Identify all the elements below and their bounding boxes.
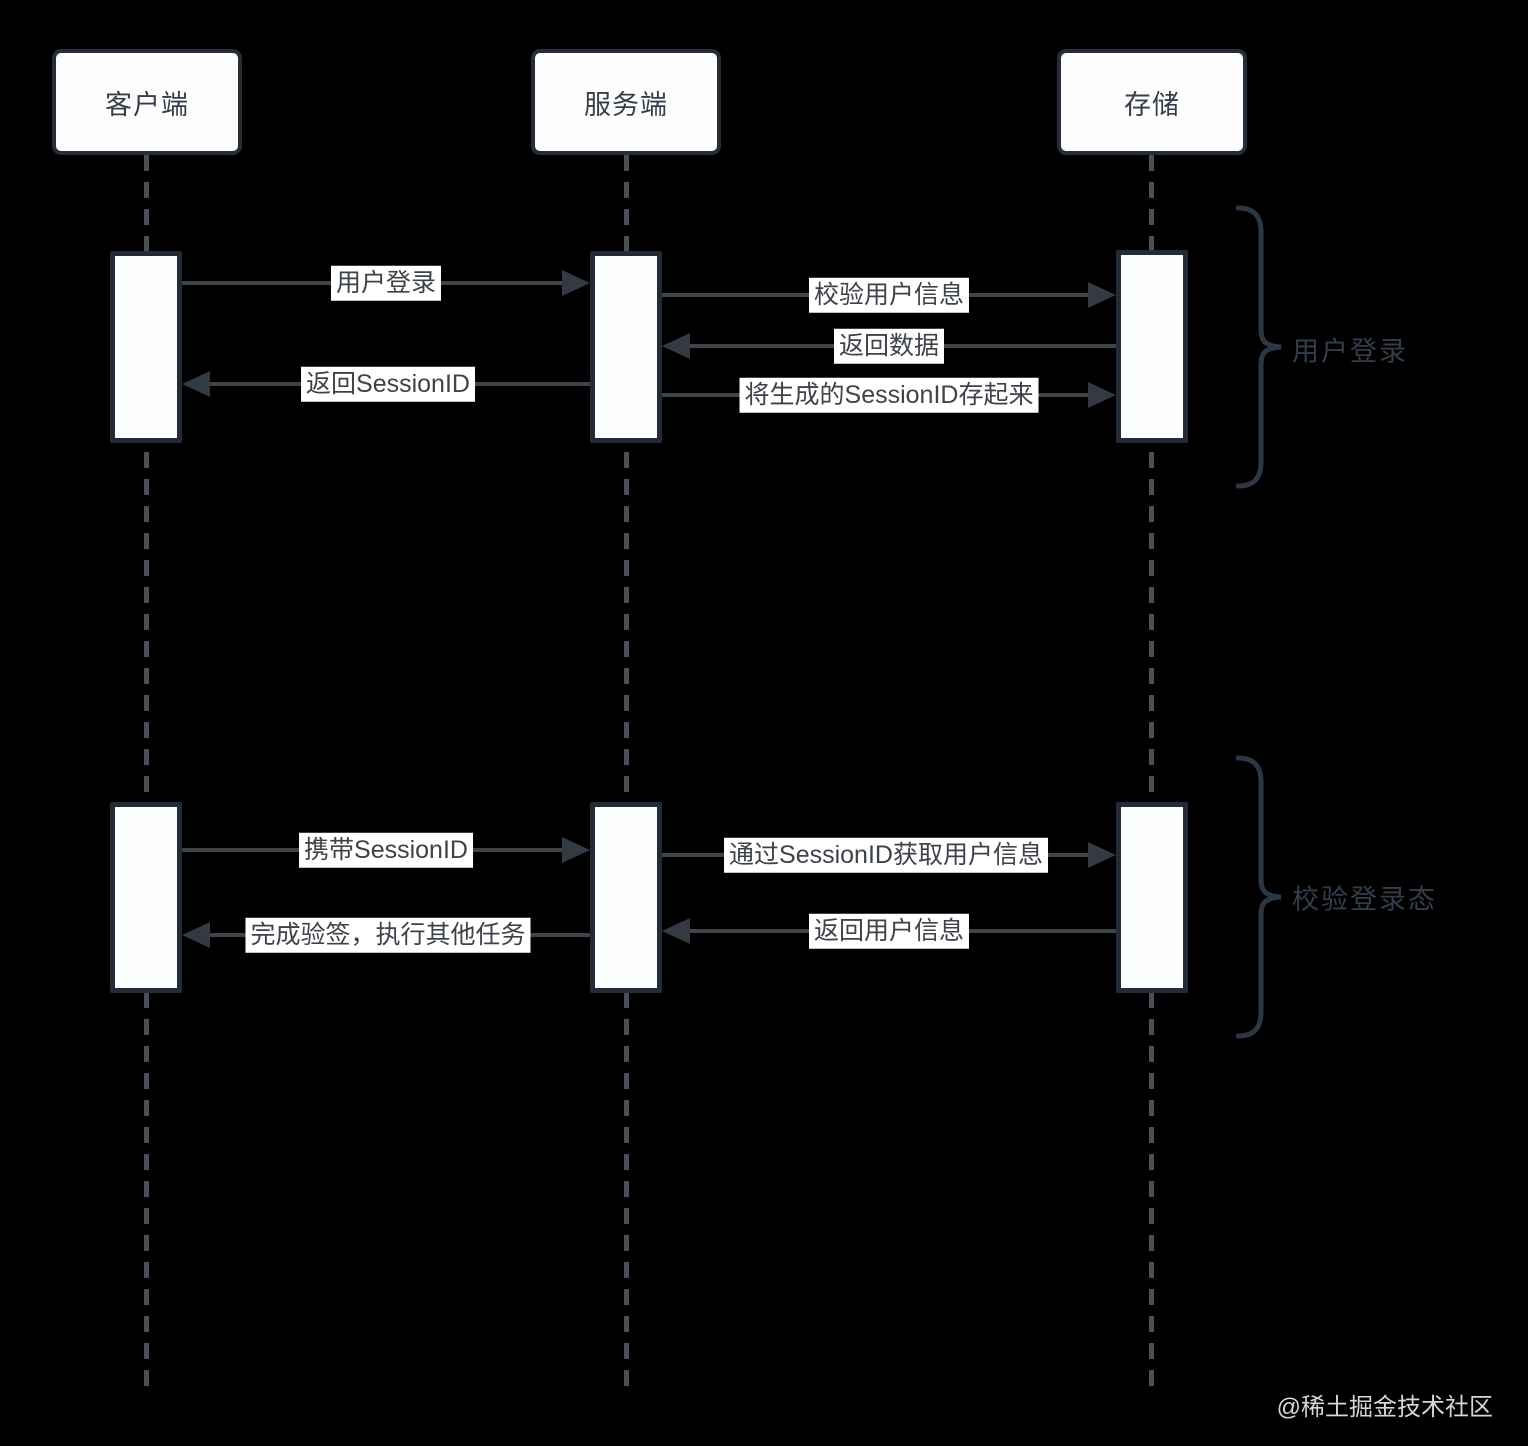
message-label: 返回数据 (833, 328, 945, 364)
message-label: 完成验签，执行其他任务 (245, 917, 531, 953)
actor-label-storage: 存储 (1124, 89, 1180, 120)
arrowhead-right-icon (562, 837, 590, 863)
lifeline-client (144, 155, 149, 1396)
actor-box-server: 服务端 (531, 49, 721, 155)
lifeline-storage (1149, 155, 1154, 1396)
actor-label-server: 服务端 (584, 89, 668, 120)
activation-bar-client-1 (110, 251, 182, 443)
activation-bar-storage-2 (1116, 802, 1188, 993)
arrowhead-right-icon (1088, 282, 1116, 308)
section-label-login: 用户登录 (1292, 336, 1408, 367)
activation-bar-storage-1 (1116, 250, 1188, 443)
section-label-verify: 校验登录态 (1292, 884, 1437, 915)
watermark: @稀土掘金技术社区 (1276, 1394, 1493, 1421)
arrowhead-left-icon (662, 918, 690, 944)
actor-label-client: 客户端 (105, 89, 189, 120)
message-label: 通过SessionID获取用户信息 (724, 837, 1048, 873)
section-brace-login (1236, 205, 1282, 489)
actor-box-storage: 存储 (1057, 49, 1247, 155)
activation-bar-client-2 (110, 802, 182, 993)
message-label: 将生成的SessionID存起来 (739, 377, 1039, 413)
arrowhead-left-icon (182, 922, 210, 948)
section-brace-verify (1236, 755, 1282, 1039)
message-label: 用户登录 (330, 265, 442, 301)
message-label: 返回用户信息 (808, 913, 970, 949)
arrowhead-left-icon (662, 333, 690, 359)
actor-box-client: 客户端 (52, 49, 242, 155)
lifeline-server (624, 155, 629, 1396)
arrowhead-right-icon (1088, 842, 1116, 868)
activation-bar-server-1 (590, 251, 662, 443)
arrowhead-left-icon (182, 371, 210, 397)
message-label: 校验用户信息 (808, 277, 970, 313)
message-label: 返回SessionID (301, 366, 475, 402)
arrowhead-right-icon (1088, 382, 1116, 408)
message-label: 携带SessionID (299, 832, 473, 868)
activation-bar-server-2 (590, 802, 662, 993)
arrowhead-right-icon (562, 270, 590, 296)
